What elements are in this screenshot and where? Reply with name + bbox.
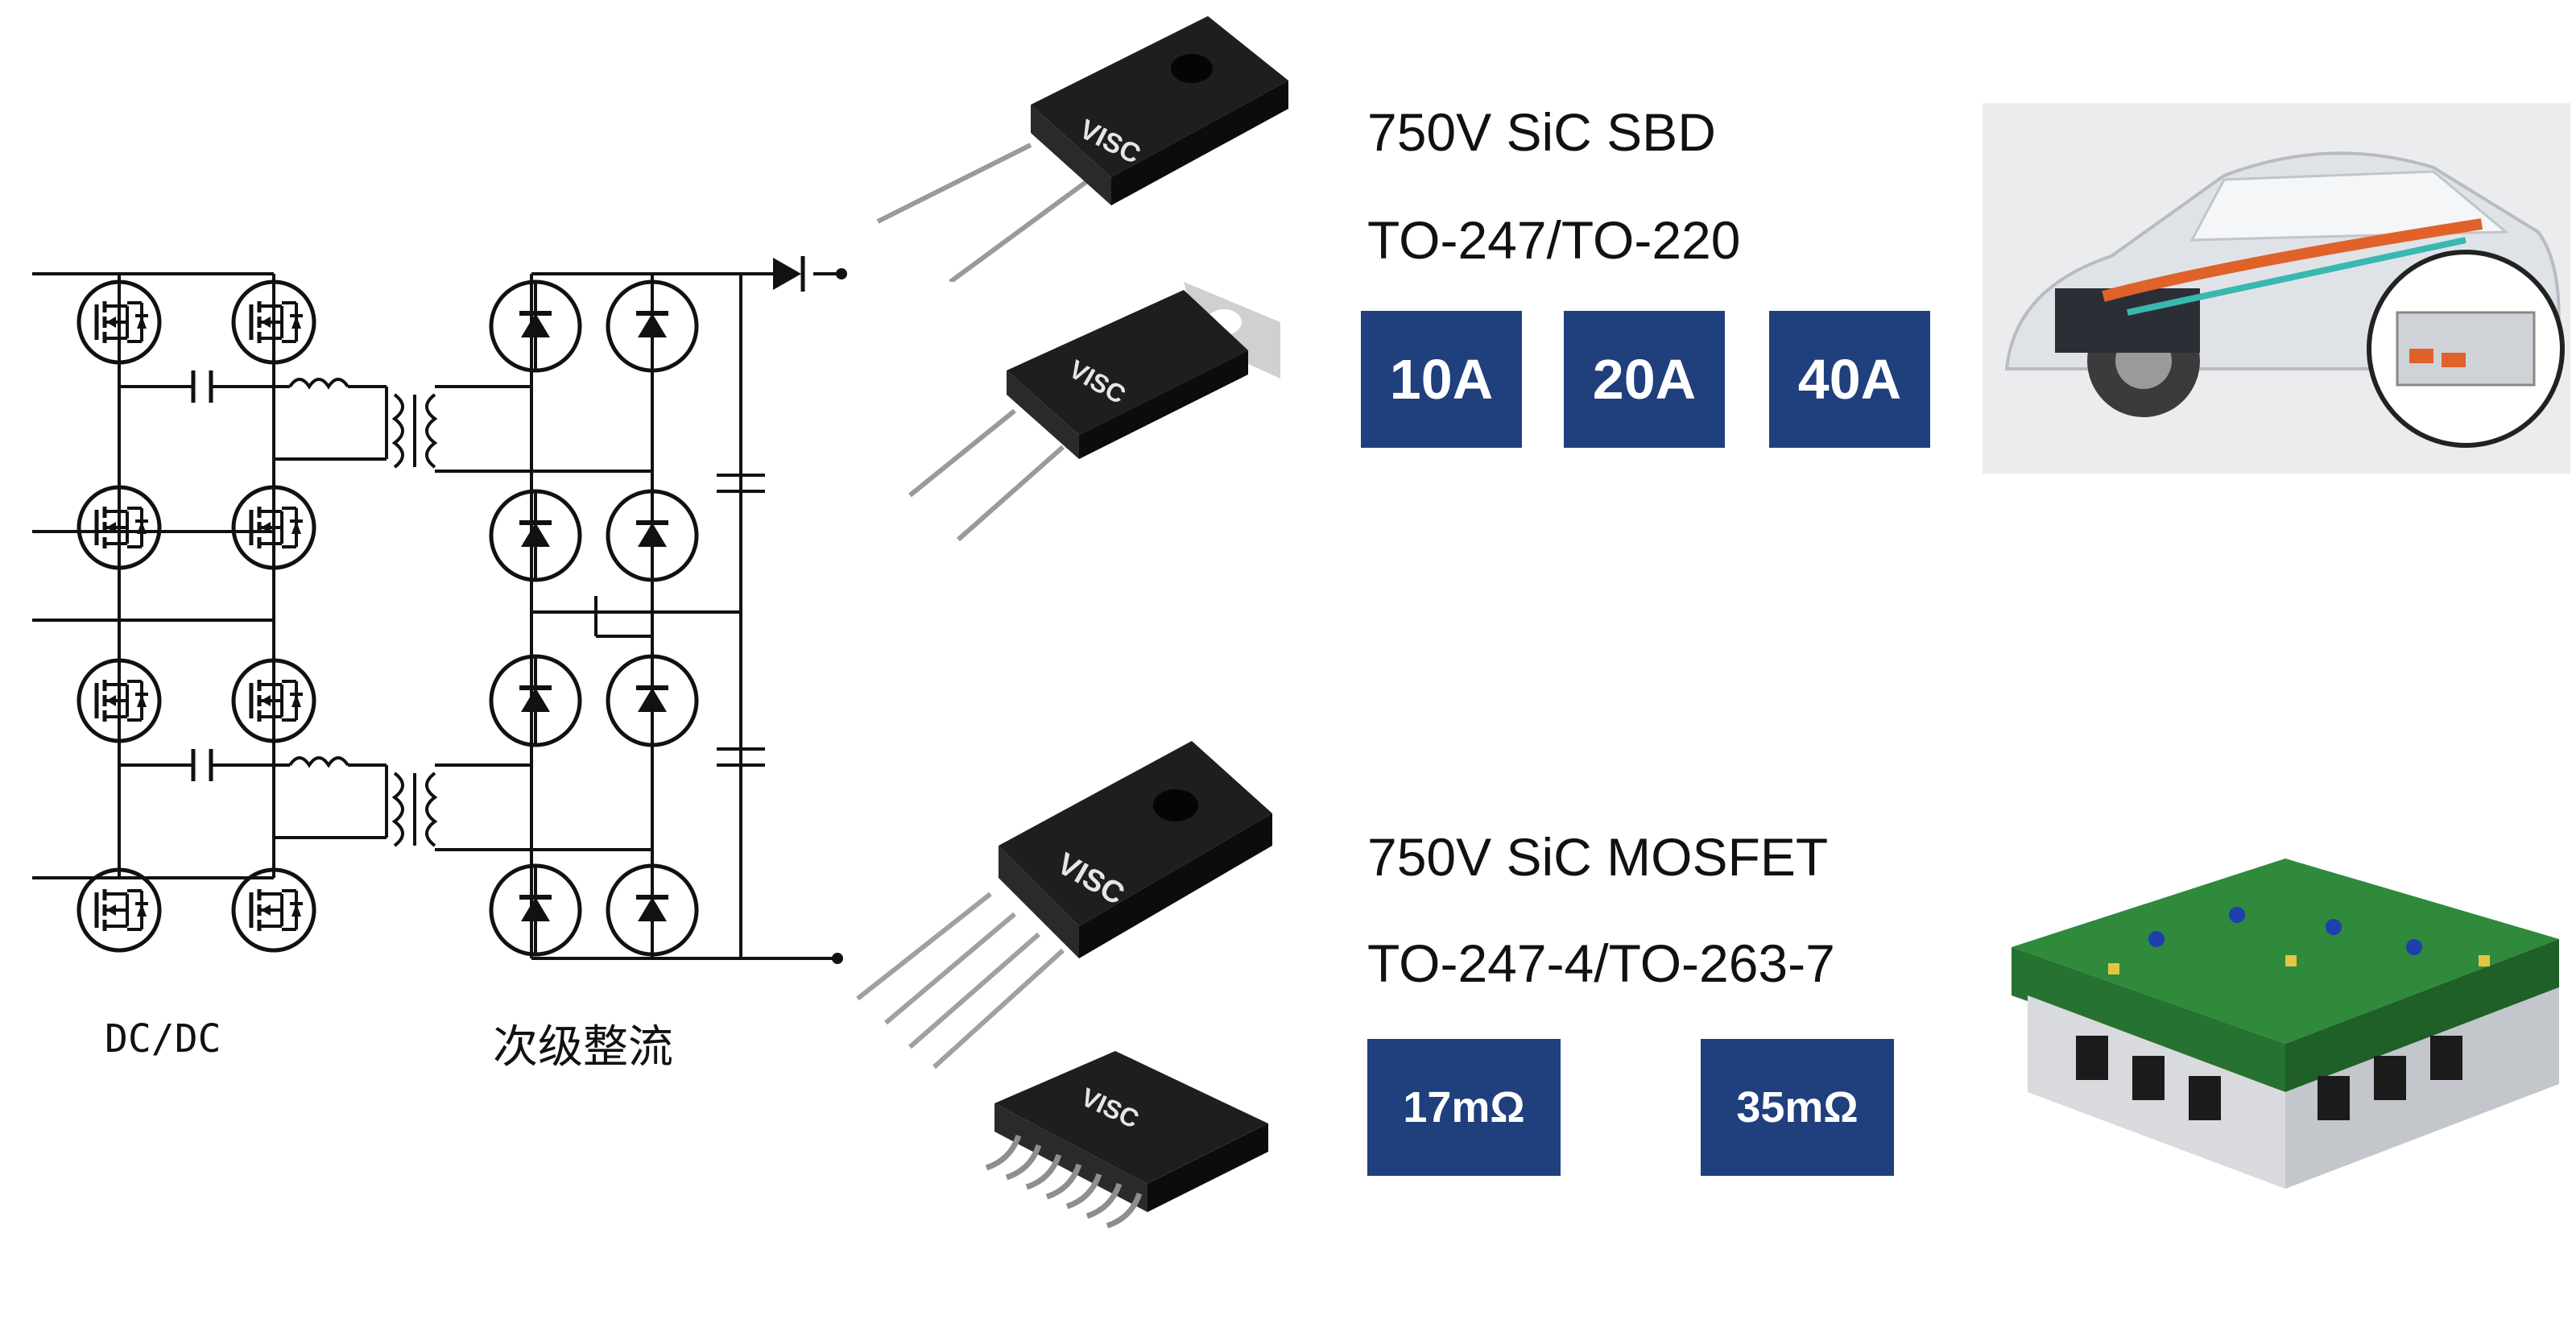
sbd-rating-badge-3: 40A (1769, 311, 1930, 448)
mosfet-rating-badge-2: 35mΩ (1701, 1039, 1894, 1176)
pcb-module-image (2012, 859, 2559, 1189)
mosfet-rating-badge-1: 17mΩ (1367, 1039, 1561, 1176)
ev-car-image (1983, 103, 2570, 474)
to263-7-mosfet-package: VISC (985, 1051, 1268, 1229)
sbd-rating-badge-2: 20A (1564, 311, 1725, 448)
sbd-title: 750V SiC SBD (1367, 102, 1716, 162)
rectifier-label: 次级整流 (493, 1021, 673, 1074)
mosfet-title: 750V SiC MOSFET (1367, 827, 1829, 887)
mosfet-package-name: TO-247-4/TO-263-7 (1367, 933, 1835, 993)
sbd-rating-badge-1: 10A (1361, 311, 1522, 448)
sbd-package-name: TO-247/TO-220 (1367, 210, 1741, 270)
to247-4-mosfet-package: VISC (856, 741, 1272, 1070)
circuit-schematic (32, 256, 847, 964)
to247-sbd-package: VISC (876, 16, 1288, 282)
dcdc-label: DC/DC (105, 1016, 221, 1061)
to220-sbd-package: VISC (908, 282, 1280, 542)
